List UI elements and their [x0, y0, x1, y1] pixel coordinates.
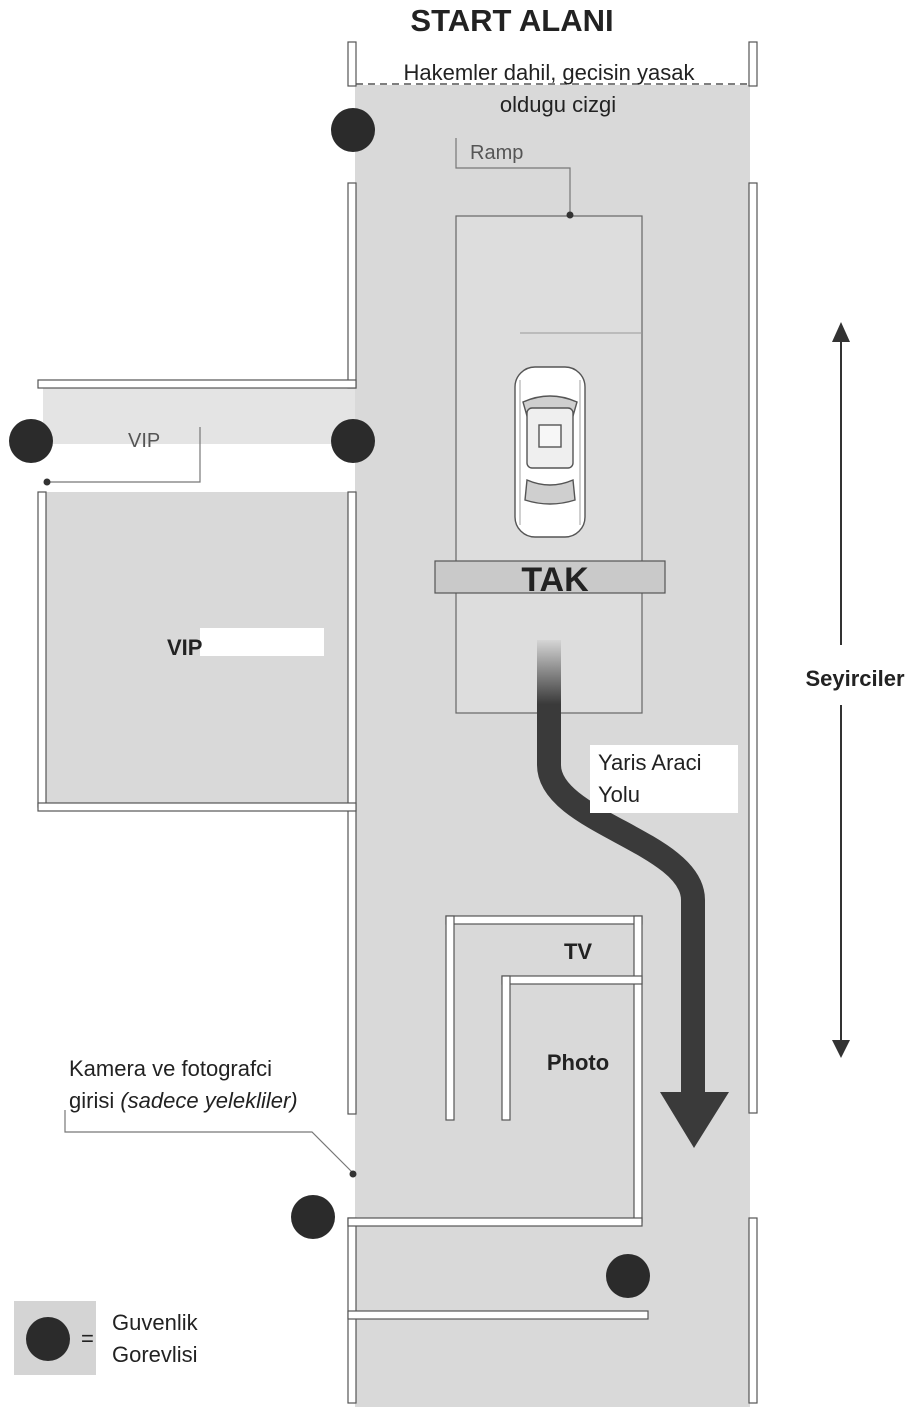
- legend-line2: Gorevlisi: [112, 1342, 198, 1367]
- legend: = Guvenlik Gorevlisi: [14, 1301, 199, 1375]
- race-path-label-line1: Yaris Araci: [598, 750, 702, 775]
- start-line-note-line2: oldugu cizgi: [500, 92, 616, 117]
- security-guard-icon: [331, 419, 375, 463]
- camera-entry-line2-italic: (sadece yelekliler): [120, 1088, 297, 1113]
- photo-label: Photo: [547, 1050, 609, 1075]
- security-guard-icon: [606, 1254, 650, 1298]
- security-guard-legend-icon: [26, 1317, 70, 1361]
- spectators-arrow-icon: [832, 322, 850, 1058]
- tak-banner: [434, 560, 666, 594]
- start-line-note-line1: Hakemler dahil, gecisin yasak: [403, 60, 695, 85]
- security-guard-icon: [9, 419, 53, 463]
- security-guard-icon: [331, 108, 375, 152]
- barriers: [37, 182, 758, 1404]
- camera-entry-line1: Kamera ve fotografci: [69, 1056, 272, 1081]
- tak-label: TAK: [521, 561, 589, 599]
- race-path-arrow-icon: [537, 640, 729, 1148]
- legend-line1: Guvenlik: [112, 1310, 199, 1335]
- legend-equals: =: [81, 1326, 94, 1351]
- camera-entry-line2: girisi (sadece yelekliler): [69, 1088, 298, 1113]
- spectators-label: Seyirciler: [805, 666, 905, 691]
- vip-label-main: VIP: [167, 635, 202, 660]
- camera-entry-line2-plain: girisi: [69, 1088, 120, 1113]
- security-guard-icon: [291, 1195, 335, 1239]
- camera-entry-leader: [64, 1110, 357, 1178]
- security-guards: [9, 108, 650, 1298]
- vip-label-top: VIP: [128, 430, 160, 452]
- label-backgrounds: [200, 456, 913, 813]
- race-car-icon: [514, 366, 586, 538]
- ramp-leader: [455, 138, 574, 219]
- ramp-label: Ramp: [470, 142, 523, 164]
- vip-leader: [43, 427, 201, 486]
- race-path-label-line2: Yolu: [598, 782, 640, 807]
- tv-label: TV: [564, 939, 592, 964]
- page-title: START ALANI: [410, 3, 613, 38]
- start-line: [347, 41, 758, 87]
